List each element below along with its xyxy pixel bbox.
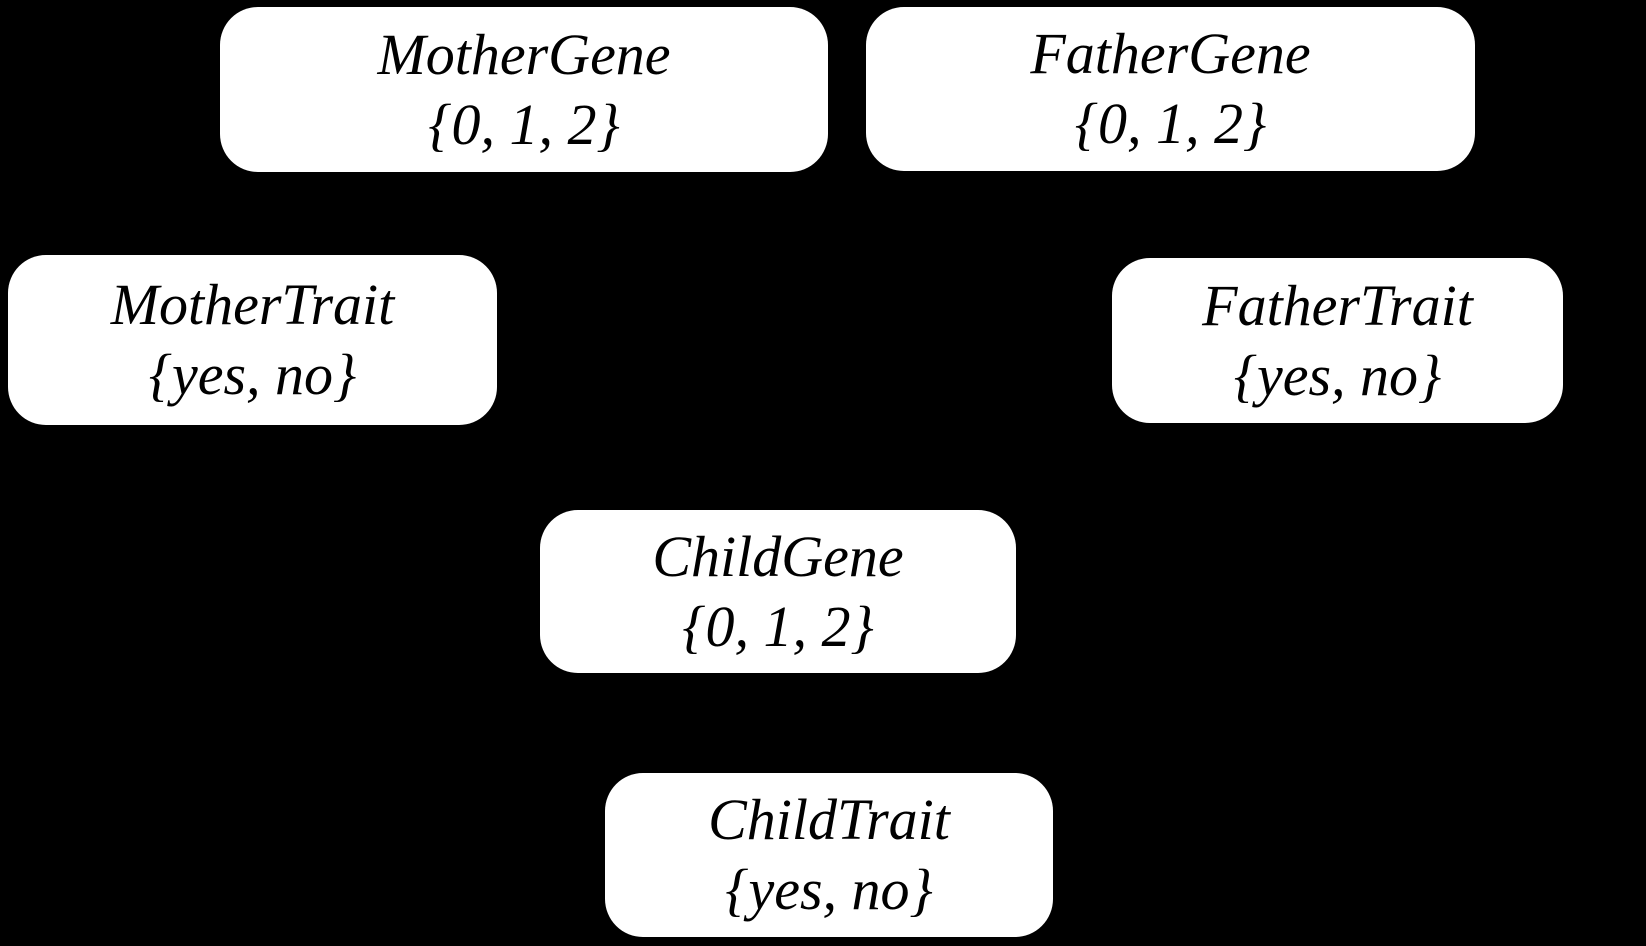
node-mother-gene-domain: {0, 1, 2} (428, 91, 620, 157)
node-father-gene-domain: {0, 1, 2} (1074, 91, 1267, 156)
node-mother-trait-label: MotherTrait (110, 272, 395, 338)
node-child-trait: ChildTrait {yes, no} (605, 773, 1053, 937)
node-mother-trait-domain: {yes, no} (148, 342, 357, 407)
node-child-trait-label: ChildTrait (708, 787, 950, 853)
node-father-gene: FatherGene {0, 1, 2} (866, 7, 1475, 171)
node-child-gene-label: ChildGene (652, 523, 904, 589)
node-child-gene-domain: {0, 1, 2} (682, 593, 874, 659)
node-child-gene: ChildGene {0, 1, 2} (540, 510, 1016, 673)
node-mother-trait: MotherTrait {yes, no} (8, 255, 497, 425)
node-father-trait-domain: {yes, no} (1233, 342, 1442, 408)
node-father-trait: FatherTrait {yes, no} (1112, 258, 1563, 423)
node-father-trait-label: FatherTrait (1202, 272, 1473, 338)
node-child-trait-domain: {yes, no} (725, 857, 933, 922)
node-mother-gene: MotherGene {0, 1, 2} (220, 7, 828, 172)
node-father-gene-label: FatherGene (1030, 21, 1311, 87)
node-mother-gene-label: MotherGene (377, 21, 671, 87)
